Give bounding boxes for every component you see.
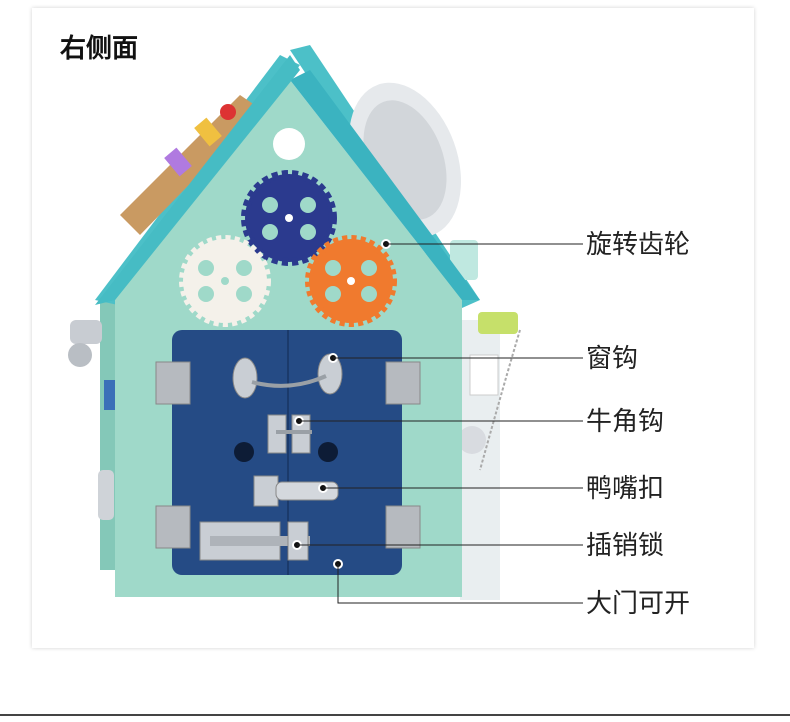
gear-blue <box>241 170 337 266</box>
callout-label-horn-hook: 牛角钩 <box>586 407 665 437</box>
page-title: 右侧面 <box>60 34 139 64</box>
callout-label-rotating-gears: 旋转齿轮 <box>586 230 691 260</box>
gear-orange <box>305 235 397 327</box>
callout-label-duckbill-latch: 鸭嘴扣 <box>586 474 665 504</box>
bottom-divider <box>0 714 790 716</box>
door-hinges <box>155 361 421 549</box>
callout-label-window-hook: 窗钩 <box>586 344 639 374</box>
gear-white <box>179 235 271 327</box>
bolt-lock-hardware <box>199 521 310 561</box>
callout-label-bolt-lock: 插销锁 <box>586 531 665 561</box>
callout-label-door-opens: 大门可开 <box>586 589 691 619</box>
callout-leaders <box>292 239 583 604</box>
right-side-attachments <box>458 312 521 600</box>
